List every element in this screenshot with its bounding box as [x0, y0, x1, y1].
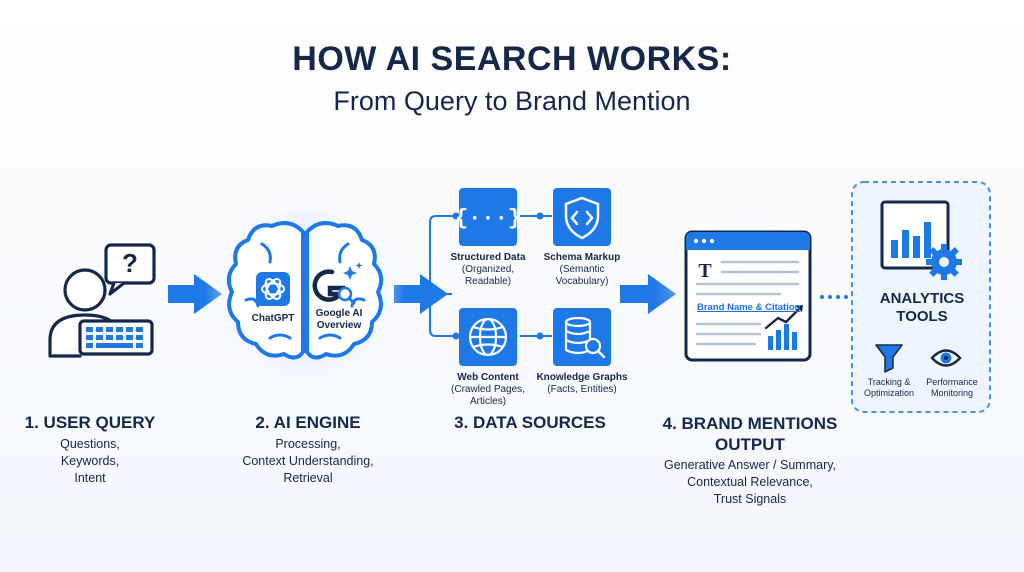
chatgpt-label: ChatGPT	[251, 313, 295, 324]
performance-monitoring-label: Performance Monitoring	[918, 377, 986, 399]
tracking-line-1: Tracking &	[867, 377, 911, 387]
google-label-line-2: Overview	[316, 320, 362, 331]
eye-icon	[930, 349, 962, 367]
gear-icon	[926, 244, 962, 280]
chatgpt-logo-icon	[256, 272, 290, 306]
step-4-title-line-2: OUTPUT	[715, 435, 785, 454]
brand-citation-link: Brand Name & Citation	[697, 302, 801, 313]
svg-text:{···}: {···}	[455, 206, 521, 231]
text-lines	[695, 260, 800, 346]
performance-line-2: Monitoring	[930, 388, 974, 398]
step-desc-line: Processing,	[275, 437, 341, 451]
question-mark-icon: ?	[122, 248, 138, 278]
source-sub: (Organized,	[461, 264, 515, 275]
step-3-title: 3. DATA SOURCES	[454, 413, 606, 432]
step-1-desc: Questions, Keywords, Intent	[20, 436, 160, 487]
google-ai-logo-icon	[312, 262, 363, 305]
code-shield-icon	[553, 188, 611, 246]
source-sub: (Crawled Pages,	[451, 384, 525, 395]
source-sub: Readable)	[464, 276, 512, 287]
source-name: Web Content	[457, 372, 519, 383]
source-structured-data-label: Structured Data (Organized, Readable)	[438, 252, 538, 288]
page-subtitle: From Query to Brand Mention	[333, 86, 691, 116]
source-sub: Vocabulary)	[555, 276, 609, 287]
sources-bracket	[429, 215, 552, 337]
browser-window-icon	[684, 230, 812, 362]
google-label-line-1: Google AI	[315, 308, 363, 319]
analytics-title-line-1: ANALYTICS	[879, 290, 965, 307]
braces-icon: {···}	[455, 188, 521, 246]
step-desc-line: Retrieval	[283, 471, 333, 485]
page-title: HOW AI SEARCH WORKS:	[292, 40, 732, 78]
step-desc-line: Generative Answer / Summary,	[663, 458, 837, 472]
source-sub: (Semantic	[559, 264, 605, 275]
brain-folds	[244, 242, 366, 340]
trend-chart-icon	[764, 305, 803, 350]
step-desc-line: Keywords,	[60, 454, 120, 468]
dotted-connector	[820, 295, 848, 299]
analytics-title-line-2: TOOLS	[896, 308, 948, 325]
brain-icon	[226, 221, 384, 360]
source-name: Knowledge Graphs	[536, 372, 628, 383]
step-4-title: 4. BRAND MENTIONS OUTPUT	[650, 413, 850, 455]
source-sub: Articles)	[469, 396, 507, 407]
globe-icon	[459, 308, 517, 366]
analytics-title: ANALYTICS TOOLS	[860, 290, 984, 326]
performance-line-1: Performance	[926, 377, 978, 387]
keyboard-keys	[86, 327, 143, 348]
source-schema-markup-label: Schema Markup (Semantic Vocabulary)	[532, 252, 632, 288]
step-4-title-line-1: 4. BRAND MENTIONS	[662, 414, 838, 433]
tracking-optimization-label: Tracking & Optimization	[856, 377, 922, 399]
source-sub: (Facts, Entities)	[547, 384, 617, 395]
step-desc-line: Questions,	[60, 437, 120, 451]
funnel-icon	[875, 344, 903, 373]
doc-type-glyph: T	[698, 260, 712, 282]
step-4-desc: Generative Answer / Summary, Contextual …	[645, 457, 855, 508]
step-desc-line: Trust Signals	[713, 492, 787, 506]
step-desc-line: Context Understanding,	[242, 454, 374, 468]
step-desc-line: Intent	[74, 471, 106, 485]
step-desc-line: Contextual Relevance,	[687, 475, 813, 489]
database-search-icon	[553, 308, 611, 366]
source-name: Structured Data	[450, 252, 526, 263]
connector-dots	[452, 212, 544, 340]
tracking-line-2: Optimization	[863, 388, 915, 398]
google-ai-overview-label: Google AI Overview	[304, 308, 374, 332]
step-2-title: 2. AI ENGINE	[255, 413, 361, 432]
step-2-desc: Processing, Context Understanding, Retri…	[218, 436, 398, 487]
source-name: Schema Markup	[543, 252, 621, 263]
step-1-title: 1. USER QUERY	[24, 413, 156, 432]
source-web-content-label: Web Content (Crawled Pages, Articles)	[438, 372, 538, 408]
source-knowledge-graphs-label: Knowledge Graphs (Facts, Entities)	[532, 372, 632, 396]
